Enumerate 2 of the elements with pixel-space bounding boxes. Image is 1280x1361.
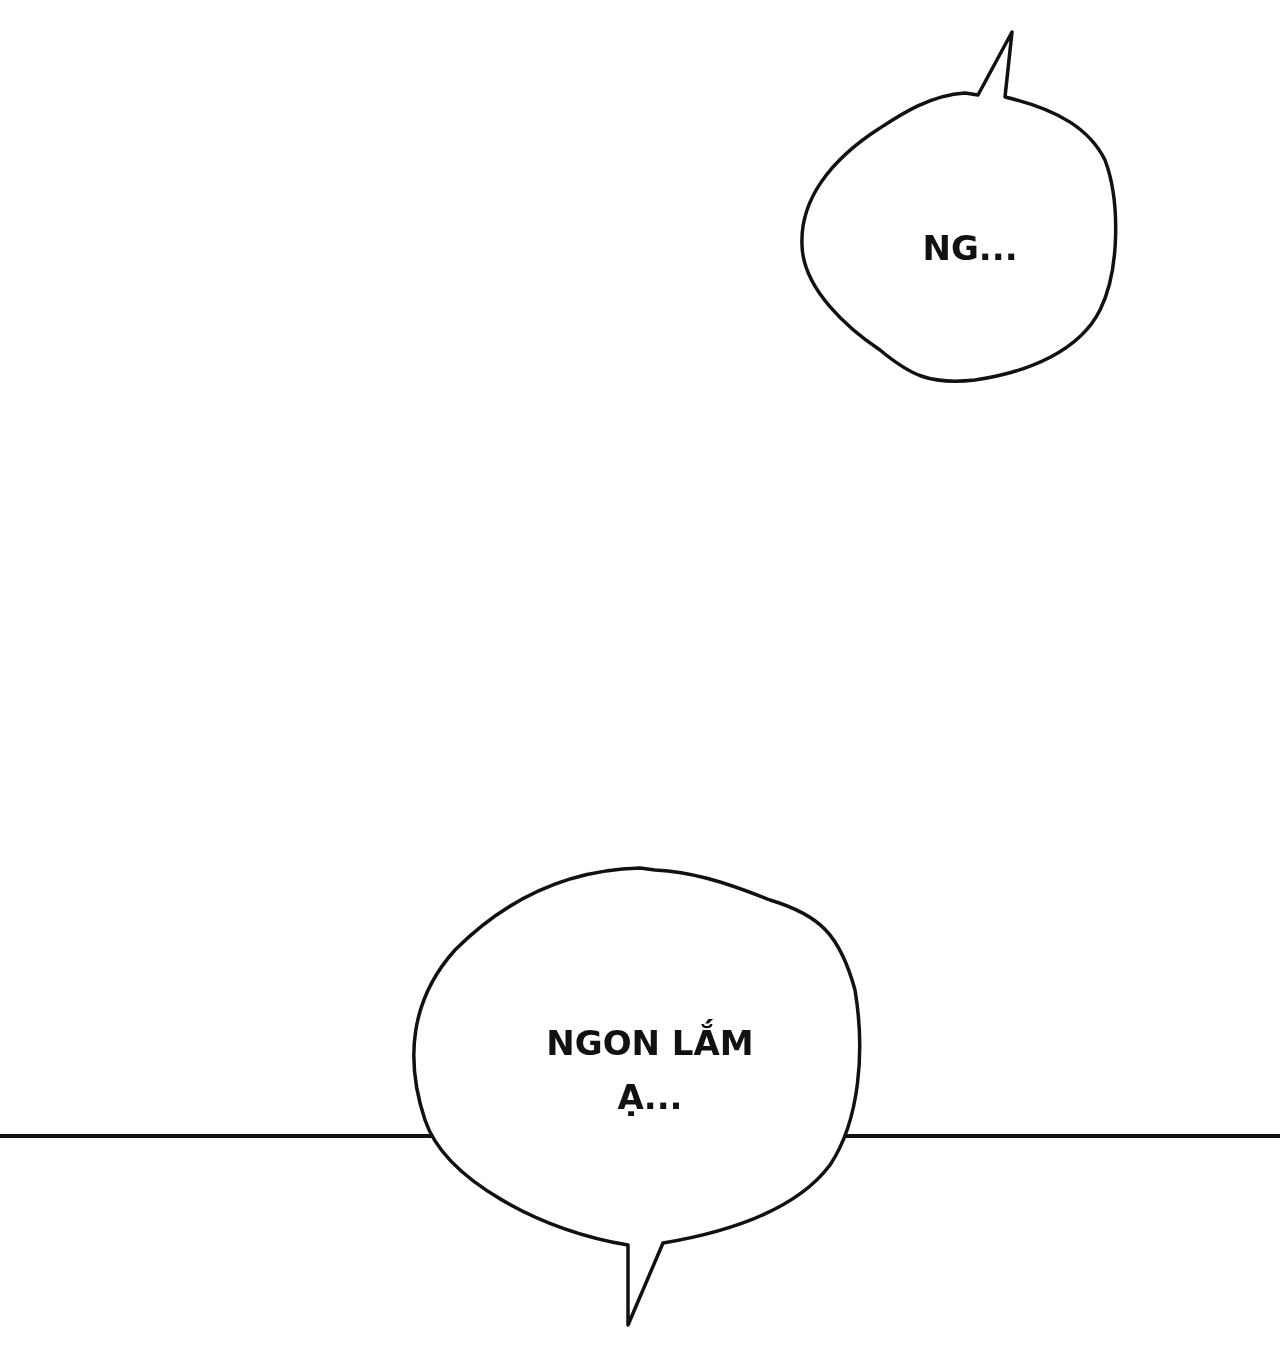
bubble-text: NGON LẮM Ạ... [535, 1015, 765, 1125]
bubble-text: NG... [921, 226, 1019, 270]
